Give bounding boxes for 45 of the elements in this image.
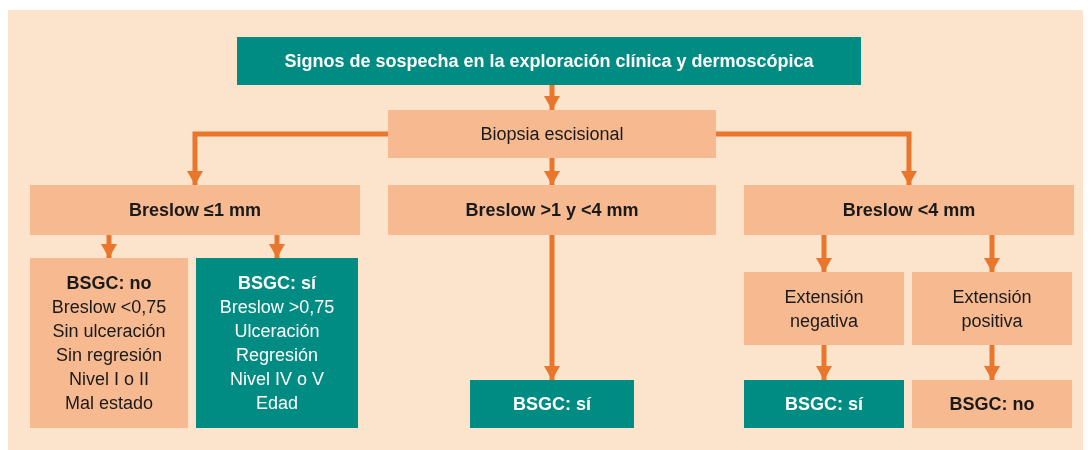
label: Breslow >1 y <4 mm [465, 199, 639, 222]
label: Mal estado [64, 392, 154, 415]
result-box [470, 380, 634, 428]
label: Extensión positiva [951, 285, 1033, 333]
label: BSGC: no [949, 393, 1035, 416]
arrow [544, 85, 560, 110]
label: Nivel IV o V [229, 368, 324, 391]
label: BSGC: sí [513, 393, 591, 416]
label: Breslow <4 mm [842, 199, 976, 222]
arrow [716, 131, 917, 185]
label: Biopsia escisional [480, 123, 624, 146]
label: Sin ulceración [52, 320, 166, 343]
process-box [388, 110, 716, 158]
label: Breslow ≤1 mm [129, 199, 261, 222]
label: Edad [255, 392, 298, 415]
label: Nivel I o II [69, 368, 149, 391]
arrow [544, 158, 560, 185]
label: Breslow <0,75 [51, 296, 167, 319]
label: Ulceración [234, 320, 320, 343]
criteria-box [30, 258, 188, 428]
arrow [101, 235, 117, 258]
title-box [237, 37, 861, 85]
arrow [984, 345, 1000, 380]
process-box [912, 272, 1072, 345]
result-box [912, 380, 1072, 428]
arrow [984, 235, 1000, 272]
label: Signos de sospecha en la exploración clínica y dermoscópica [284, 50, 814, 73]
label: Regresión [235, 344, 318, 367]
result-box [744, 380, 904, 428]
arrow [816, 235, 832, 272]
label: BSGC: sí [785, 393, 863, 416]
arrow [187, 131, 388, 185]
heading: BSGC: no [66, 272, 152, 295]
process-box [744, 272, 904, 345]
category-box [30, 185, 360, 235]
label: Extensión negativa [783, 285, 865, 333]
label: Sin regresión [55, 344, 163, 367]
label: Breslow >0,75 [219, 296, 335, 319]
heading: BSGC: sí [238, 272, 316, 295]
arrow [269, 235, 285, 258]
category-box [388, 185, 716, 235]
arrow [544, 235, 560, 380]
category-box [744, 185, 1074, 235]
arrow [816, 345, 832, 380]
criteria-box [196, 258, 358, 428]
